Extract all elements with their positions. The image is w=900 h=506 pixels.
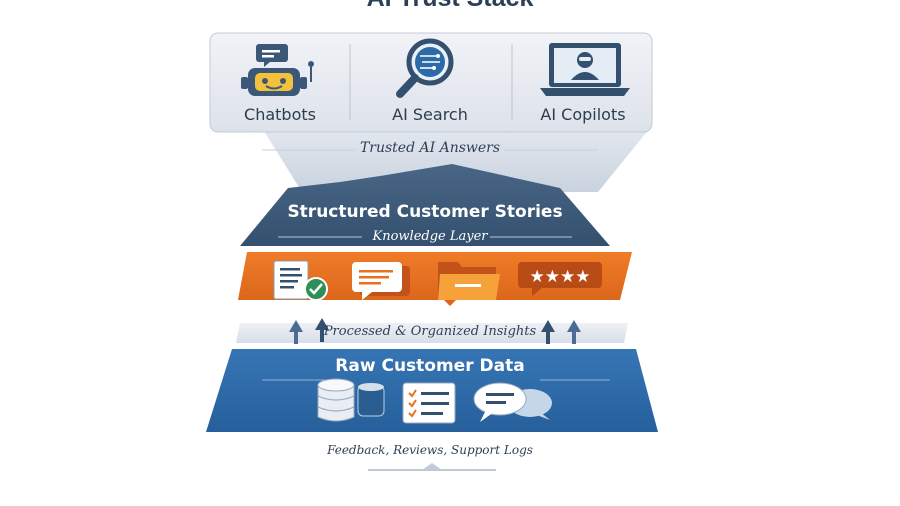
funnel-shape (262, 128, 650, 192)
tool-label-ai-copilots: AI Copilots (540, 105, 626, 124)
chatbot-robot-icon (241, 44, 314, 96)
checklist-icon (402, 382, 456, 424)
processed-insights-label: Processed & Organized Insights (323, 324, 537, 339)
tool-label-ai-search: AI Search (392, 105, 468, 124)
chat-bubbles-icon (473, 382, 552, 422)
knowledge-layer-title: Structured Customer Stories (287, 202, 563, 222)
sources-label: Feedback, Reviews, Support Logs (327, 443, 533, 457)
svg-text:★★★★: ★★★★ (530, 267, 591, 287)
processed-band (236, 323, 628, 343)
up-arrow-icon (289, 320, 303, 344)
up-arrow-icon (315, 318, 329, 342)
knowledge-layer-subtitle: Knowledge Layer (372, 229, 488, 244)
document-check-icon (273, 260, 328, 301)
laptop-assistant-icon (540, 43, 630, 96)
knowledge-layer-band (240, 164, 610, 246)
raw-data-title: Raw Customer Data (335, 356, 525, 376)
folder-icon (438, 262, 500, 300)
star-rating-icon: ★★★★ (518, 262, 602, 296)
tool-label-chatbots: Chatbots (244, 105, 316, 124)
chat-bubble-icon (352, 262, 410, 300)
trusted-answers-label: Trusted AI Answers (359, 140, 501, 156)
database-icon (317, 378, 385, 422)
diagram-title: AI Trust Stack (0, 0, 900, 13)
up-arrow-icon (567, 320, 581, 344)
magnifier-circuit-icon (396, 38, 454, 98)
base-peak (422, 463, 442, 470)
up-arrow-icon (541, 320, 555, 344)
